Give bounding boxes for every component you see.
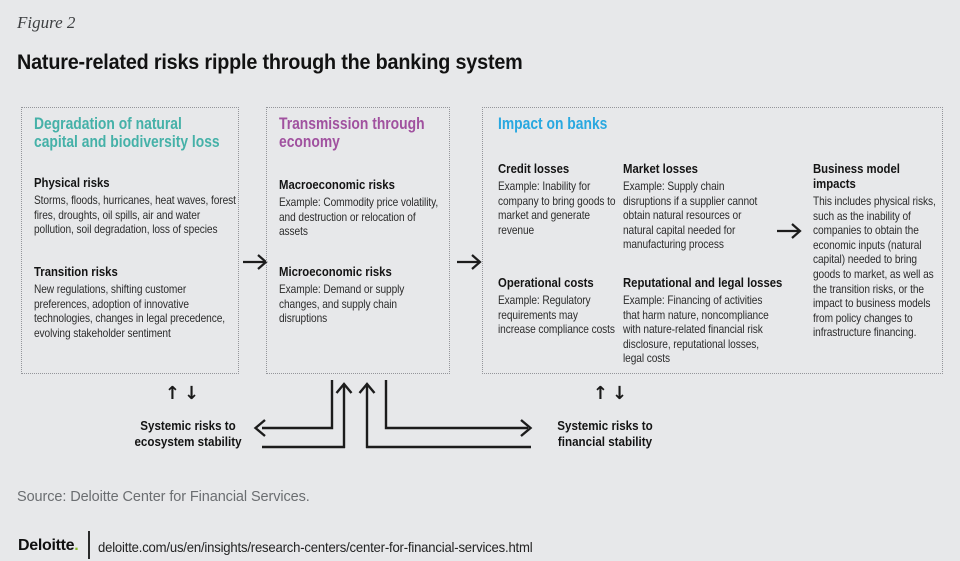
- down-arrow-icon: ↓: [184, 383, 204, 404]
- section-title: Operational costs: [498, 276, 594, 290]
- section-title: Microeconomic risks: [279, 265, 392, 279]
- section-reputational-legal-losses: Reputational and legal losses Example: F…: [623, 276, 806, 366]
- label-ecosystem-stability: Systemic risks to ecosystem stability: [131, 418, 245, 449]
- label-line: Systemic risks to: [140, 418, 236, 433]
- box-impact-on-banks: Impact on banks Credit losses Example: I…: [482, 107, 943, 374]
- up-down-arrows-icon: ↑↓: [154, 383, 214, 404]
- label-line: Systemic risks to: [557, 418, 653, 433]
- down-arrow-icon: ↓: [612, 383, 632, 404]
- footer-url: deloitte.com/us/en/insights/research-cen…: [98, 540, 533, 555]
- section-body: Storms, floods, hurricanes, heat waves, …: [34, 193, 236, 237]
- section-body: Example: Commodity price volatility, and…: [279, 195, 439, 239]
- section-body: Example: Demand or supply changes, and s…: [279, 282, 405, 326]
- source-note: Source: Deloitte Center for Financial Se…: [17, 489, 310, 505]
- figure-label: Figure 2: [17, 13, 76, 32]
- label-financial-stability: Systemic risks to financial stability: [548, 418, 662, 449]
- section-title: Credit losses: [498, 162, 570, 176]
- page-title: Nature-related risks ripple through the …: [17, 50, 523, 74]
- section-body: Example: Inability for company to bring …: [498, 179, 616, 237]
- label-line: financial stability: [557, 433, 653, 449]
- section-title: Market losses: [623, 162, 698, 176]
- section-title: Macroeconomic risks: [279, 178, 395, 192]
- up-down-arrows-icon: ↑↓: [582, 383, 642, 404]
- feedback-loop-arrows-icon: [250, 378, 542, 456]
- section-transition-risks: Transition risks New regulations, shifti…: [34, 265, 238, 340]
- box-transmission: Transmission through economy Macroeconom…: [266, 107, 450, 374]
- section-physical-risks: Physical risks Storms, floods, hurricane…: [34, 176, 238, 237]
- section-macroeconomic: Macroeconomic risks Example: Commodity p…: [279, 178, 443, 239]
- heading-line: Impact on banks: [498, 115, 608, 133]
- box-degradation: Degradation of natural capital and biodi…: [21, 107, 239, 374]
- impact-column-2: Market losses Example: Supply chain disr…: [623, 162, 799, 365]
- section-body: New regulations, shifting customer prefe…: [34, 282, 225, 340]
- section-business-model-impacts: Business model impacts This includes phy…: [813, 162, 943, 340]
- up-arrow-icon: ↑: [592, 383, 612, 404]
- box-impact-heading: Impact on banks: [498, 115, 608, 134]
- deloitte-logo: Deloitte.: [18, 537, 79, 555]
- brand-green-dot: .: [74, 537, 79, 554]
- up-arrow-icon: ↑: [164, 383, 184, 404]
- section-credit-losses: Credit losses Example: Inability for com…: [498, 162, 618, 237]
- box-degradation-heading: Degradation of natural capital and biodi…: [34, 115, 220, 151]
- right-arrow-icon: [776, 222, 802, 240]
- section-title: Business model impacts: [813, 162, 900, 191]
- section-microeconomic: Microeconomic risks Example: Demand or s…: [279, 265, 443, 326]
- section-body: Example: Financing of activities that ha…: [623, 293, 769, 366]
- label-line: ecosystem stability: [134, 433, 242, 449]
- section-body: This includes physical risks, such as th…: [813, 194, 936, 340]
- footer-divider: [88, 531, 90, 559]
- section-title: Reputational and legal losses: [623, 276, 783, 290]
- heading-line: Degradation of natural: [34, 115, 182, 133]
- heading-line: capital and biodiversity loss: [34, 132, 220, 151]
- section-title: Physical risks: [34, 176, 110, 190]
- heading-line: economy: [279, 132, 340, 151]
- right-arrow-icon: [242, 253, 268, 271]
- heading-line: Transmission through: [279, 115, 425, 133]
- section-operational-costs: Operational costs Example: Regulatory re…: [498, 276, 635, 337]
- right-arrow-icon: [456, 253, 482, 271]
- section-body: Example: Regulatory requirements may inc…: [498, 293, 615, 337]
- impact-column-3: Business model impacts This includes phy…: [813, 162, 943, 340]
- section-market-losses: Market losses Example: Supply chain disr…: [623, 162, 799, 252]
- section-body: Example: Supply chain disruptions if a s…: [623, 179, 758, 252]
- section-title: Transition risks: [34, 265, 118, 279]
- impact-column-1: Credit losses Example: Inability for com…: [498, 162, 618, 336]
- brand-text: Deloitte: [18, 537, 75, 554]
- box-transmission-heading: Transmission through economy: [279, 115, 425, 151]
